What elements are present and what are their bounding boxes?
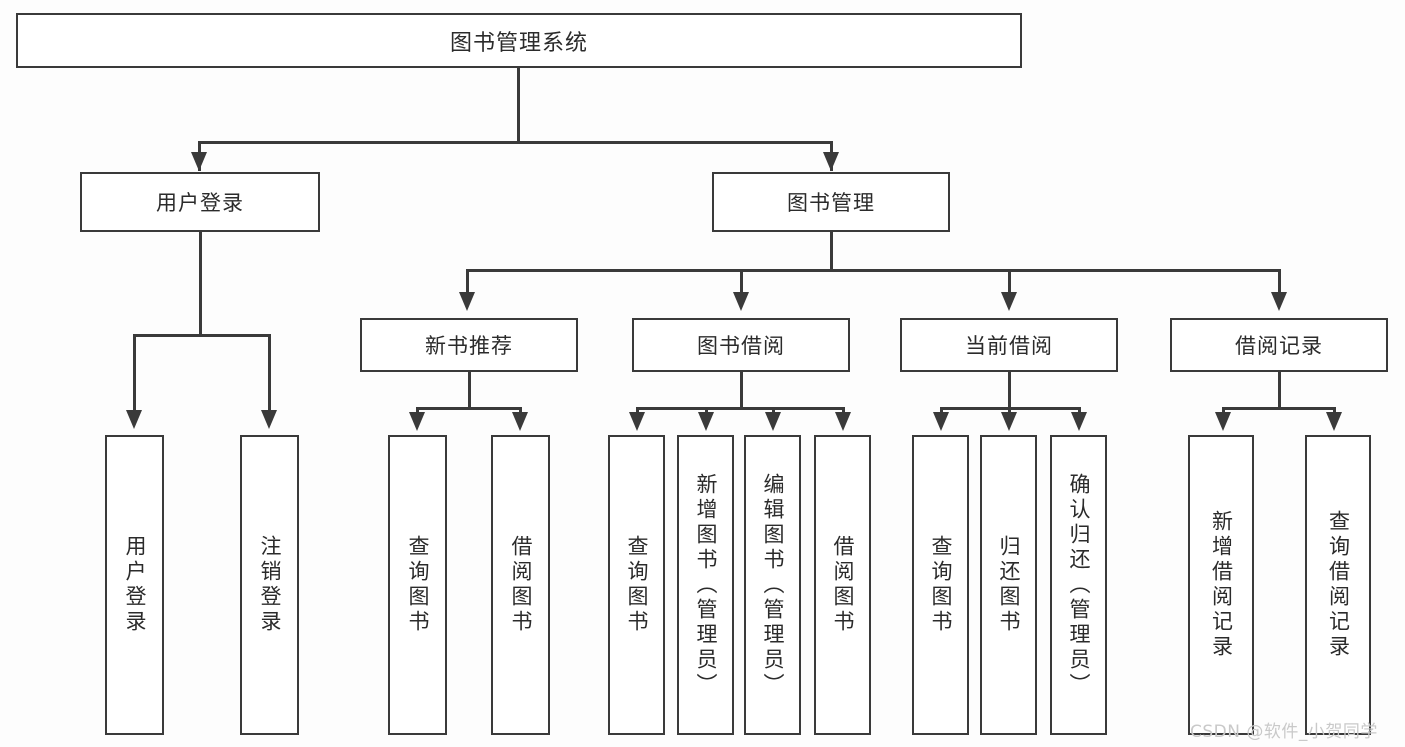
- node-leaf-user-login[interactable]: 用户登录: [105, 435, 164, 735]
- edge-book-manage-to-borrow-record: [1278, 269, 1281, 299]
- node-leaf-add-book[interactable]: 新增图书（管理员）: [677, 435, 734, 735]
- arrowhead-to-leaf-return-book: [1001, 412, 1017, 431]
- node-root-system[interactable]: 图书管理系统: [16, 13, 1022, 68]
- node-label: 图书管理: [787, 191, 875, 215]
- node-label: 查询图书: [929, 535, 953, 635]
- edge-user-login-to-leaf-2: [268, 334, 271, 416]
- node-leaf-borrow-book-1[interactable]: 借阅图书: [491, 435, 550, 735]
- edge-new-book-bus: [416, 407, 521, 410]
- csdn-watermark: CSDN @软件_小贺同学: [1190, 717, 1378, 742]
- edge-book-manage-to-new-book: [466, 269, 469, 299]
- node-label: 查询图书: [625, 535, 649, 635]
- arrowhead-to-leaf-user-login: [126, 410, 142, 429]
- node-label: 当前借阅: [965, 334, 1053, 358]
- node-label: 查询图书: [406, 535, 430, 635]
- arrowhead-to-leaf-borrow-book-2: [835, 412, 851, 431]
- node-new-book-recommend[interactable]: 新书推荐: [360, 318, 578, 372]
- edge-borrow-record-stem: [1278, 372, 1281, 410]
- edge-book-borrow-bus: [636, 407, 844, 410]
- node-label: 新增图书（管理员）: [694, 472, 718, 698]
- arrowhead-to-leaf-query-record: [1326, 412, 1342, 431]
- edge-book-manage-stem: [830, 232, 833, 272]
- node-leaf-add-record[interactable]: 新增借阅记录: [1188, 435, 1254, 735]
- node-leaf-confirm-return[interactable]: 确认归还（管理员）: [1050, 435, 1107, 735]
- node-label: 确认归还（管理员）: [1067, 472, 1091, 698]
- node-label: 新书推荐: [425, 334, 513, 358]
- node-label: 借阅记录: [1235, 334, 1323, 358]
- edge-book-manage-to-book-borrow: [740, 269, 743, 299]
- arrowhead-to-book-manage: [823, 152, 839, 171]
- edge-root-stem: [517, 68, 520, 143]
- node-leaf-query-book-3[interactable]: 查询图书: [912, 435, 969, 735]
- node-label: 编辑图书（管理员）: [761, 472, 785, 698]
- edge-book-manage-bus: [466, 269, 1280, 272]
- node-label: 用户登录: [156, 191, 244, 215]
- arrowhead-to-leaf-borrow-book-1: [512, 412, 528, 431]
- node-label: 新增借阅记录: [1209, 510, 1234, 660]
- node-label: 图书借阅: [697, 334, 785, 358]
- edge-user-login-stem: [199, 232, 202, 336]
- edge-book-manage-to-current-borrow: [1008, 269, 1011, 299]
- arrowhead-to-leaf-confirm-return: [1071, 412, 1087, 431]
- node-label: 图书管理系统: [449, 30, 588, 56]
- edge-new-book-stem: [468, 372, 471, 410]
- node-label: 用户登录: [123, 535, 147, 635]
- node-book-borrow[interactable]: 图书借阅: [632, 318, 850, 372]
- arrowhead-to-user-login: [191, 152, 207, 171]
- node-book-manage[interactable]: 图书管理: [712, 172, 950, 232]
- edge-user-login-bus: [133, 334, 268, 337]
- node-current-borrow[interactable]: 当前借阅: [900, 318, 1118, 372]
- node-borrow-record[interactable]: 借阅记录: [1170, 318, 1388, 372]
- arrowhead-to-leaf-logout: [261, 410, 277, 429]
- node-leaf-query-book-1[interactable]: 查询图书: [388, 435, 447, 735]
- watermark-text: CSDN @软件_小贺同学: [1190, 722, 1378, 742]
- arrowhead-to-leaf-query-book-2: [629, 412, 645, 431]
- node-leaf-edit-book[interactable]: 编辑图书（管理员）: [744, 435, 801, 735]
- node-label: 注销登录: [258, 535, 282, 635]
- edge-current-borrow-stem: [1008, 372, 1011, 410]
- edge-root-bus: [198, 141, 833, 144]
- node-leaf-query-record[interactable]: 查询借阅记录: [1305, 435, 1371, 735]
- node-leaf-query-book-2[interactable]: 查询图书: [608, 435, 665, 735]
- arrowhead-to-borrow-record: [1271, 292, 1287, 311]
- node-label: 借阅图书: [509, 535, 533, 635]
- arrowhead-to-leaf-add-record: [1215, 412, 1231, 431]
- arrowhead-to-leaf-add-book: [698, 412, 714, 431]
- arrowhead-to-leaf-query-book-1: [409, 412, 425, 431]
- arrowhead-to-new-book-recommend: [459, 292, 475, 311]
- arrowhead-to-book-borrow: [733, 292, 749, 311]
- node-user-login[interactable]: 用户登录: [80, 172, 320, 232]
- node-leaf-logout-login[interactable]: 注销登录: [240, 435, 299, 735]
- arrowhead-to-leaf-query-book-3: [933, 412, 949, 431]
- node-leaf-return-book[interactable]: 归还图书: [980, 435, 1037, 735]
- arrowhead-to-leaf-edit-book: [765, 412, 781, 431]
- node-label: 归还图书: [997, 535, 1021, 635]
- node-leaf-borrow-book-2[interactable]: 借阅图书: [814, 435, 871, 735]
- node-label: 查询借阅记录: [1326, 510, 1351, 660]
- edge-user-login-to-leaf-1: [133, 334, 136, 416]
- node-label: 借阅图书: [831, 535, 855, 635]
- arrowhead-to-current-borrow: [1001, 292, 1017, 311]
- edge-borrow-record-bus: [1222, 407, 1335, 410]
- edge-book-borrow-stem: [740, 372, 743, 410]
